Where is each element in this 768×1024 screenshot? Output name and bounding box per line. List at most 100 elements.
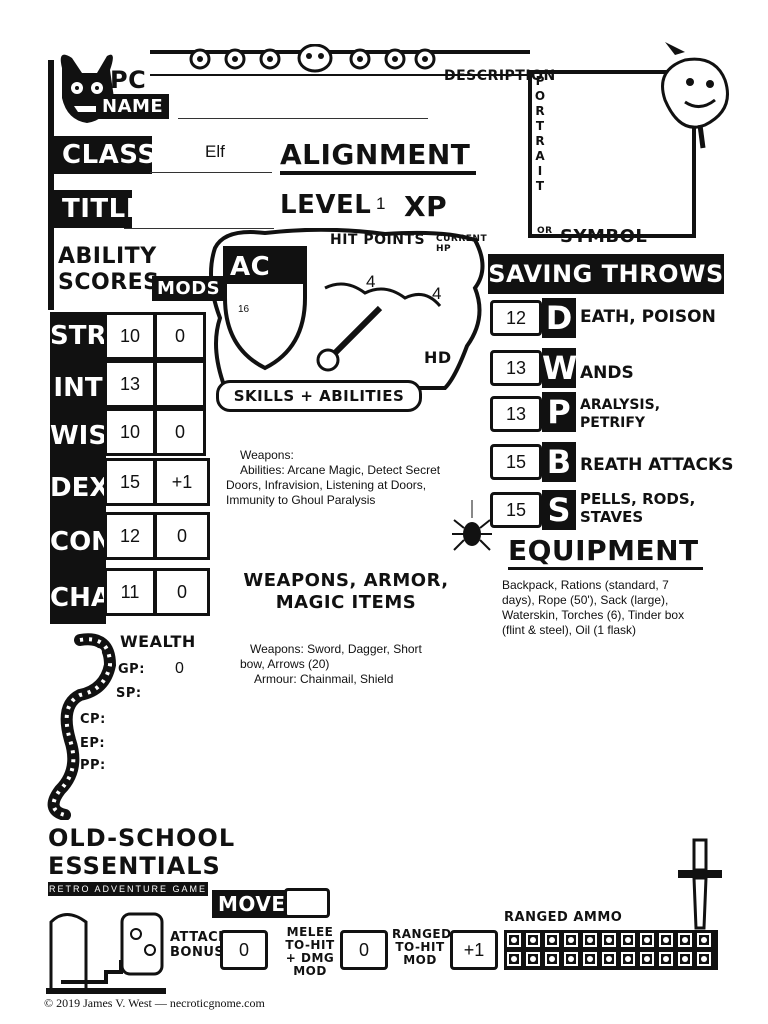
portrait-label: PORTRAIT (533, 74, 547, 194)
ammo-checkbox[interactable] (545, 952, 559, 966)
ability-score[interactable]: 13 (104, 360, 156, 408)
save-name: EATH, POISON (580, 307, 716, 327)
armour-line: Armour: Chainmail, Shield (254, 672, 394, 686)
ranged-ammo-track (504, 930, 718, 970)
ammo-checkbox[interactable] (640, 952, 654, 966)
ability-mod[interactable]: 0 (154, 512, 210, 560)
copyright: © 2019 James V. West — necroticgnome.com (44, 996, 265, 1010)
save-value[interactable]: 15 (490, 444, 542, 480)
spider-icon (452, 500, 492, 551)
skills-text[interactable]: Weapons: Abilities: Arcane Magic, Detect… (226, 448, 462, 508)
pp-label: PP: (80, 758, 106, 773)
ability-score[interactable]: 10 (104, 312, 156, 360)
ability-mod[interactable]: 0 (154, 408, 206, 456)
equipment-text[interactable]: Backpack, Rations (standard, 7 days), Ro… (502, 578, 685, 637)
gp-value[interactable]: 0 (175, 660, 184, 677)
save-name: REATH ATTACKS (580, 455, 734, 475)
title-label: TITLE (52, 190, 143, 228)
ammo-checkbox[interactable] (545, 933, 559, 947)
ose-tagline: RETRO ADVENTURE GAME (48, 882, 208, 896)
save-name: ANDS (580, 363, 634, 383)
weapons-text[interactable]: Weapons: Sword, Dagger, Short bow, Arrow… (240, 642, 440, 687)
wealth-header: WEALTH (120, 632, 196, 651)
ammo-checkbox[interactable] (507, 933, 521, 947)
attack-bonus-value[interactable]: 0 (220, 930, 268, 970)
weapons-header-line2: MAGIC ITEMS (275, 592, 417, 613)
ammo-checkbox[interactable] (621, 933, 635, 947)
ability-mod[interactable]: +1 (154, 458, 210, 506)
portrait-label-strip: PORTRAIT (530, 74, 550, 224)
ability-name: STR (50, 312, 106, 360)
ammo-checkbox[interactable] (564, 933, 578, 947)
ammo-checkbox[interactable] (621, 952, 635, 966)
skills-abilities-banner: SKILLS + ABILITIES (216, 380, 422, 412)
ammo-checkbox[interactable] (583, 933, 597, 947)
melee-value[interactable]: 0 (340, 930, 388, 970)
ammo-checkbox[interactable] (507, 952, 521, 966)
title-field[interactable] (124, 226, 274, 229)
save-value[interactable]: 13 (490, 396, 542, 432)
skull-chain-decoration (189, 44, 436, 73)
save-value[interactable]: 15 (490, 492, 542, 528)
class-underline (150, 170, 272, 173)
ammo-checkbox[interactable] (526, 952, 540, 966)
top-border (150, 50, 530, 76)
gp-label: GP: (118, 662, 145, 677)
current-hp-value[interactable]: 4 (432, 284, 442, 303)
weapons-header-line1: WEAPONS, ARMOR, (243, 570, 449, 591)
ammo-checkbox[interactable] (697, 952, 711, 966)
ac-label: AC (230, 252, 271, 282)
ammo-checkbox[interactable] (659, 952, 673, 966)
move-field[interactable] (284, 888, 330, 918)
name-label: NAME (96, 94, 170, 119)
ability-mod[interactable]: 0 (154, 312, 206, 360)
ability-name: INT (50, 364, 106, 412)
name-field[interactable] (178, 116, 428, 119)
ammo-checkbox[interactable] (602, 952, 616, 966)
level-value[interactable]: 1 (376, 194, 386, 213)
symbol-label: SYMBOL (560, 226, 648, 247)
ranged-value[interactable]: +1 (450, 930, 498, 970)
ammo-checkbox[interactable] (678, 933, 692, 947)
move-label: MOVE (212, 890, 292, 918)
ability-mod[interactable]: 0 (154, 568, 210, 616)
ammo-checkbox[interactable] (583, 952, 597, 966)
melee-label: MELEE TO-HIT + DMG MOD (285, 925, 335, 978)
dungeon-stairs-icon (46, 912, 166, 994)
save-value[interactable]: 13 (490, 350, 542, 386)
hit-points-value[interactable]: 4 (366, 272, 376, 291)
save-value[interactable]: 12 (490, 300, 542, 336)
ammo-checkbox[interactable] (640, 933, 654, 947)
ranged-label: RANGED TO-HIT MOD (392, 927, 452, 967)
ammo-checkbox[interactable] (697, 933, 711, 947)
weapons-line: Weapons: Sword, Dagger, Short bow, Arrow… (240, 642, 422, 671)
ability-name: WIS (50, 412, 107, 460)
save-name: ARALYSIS, PETRIFY (580, 397, 661, 431)
ammo-checkbox[interactable] (659, 933, 673, 947)
ability-score[interactable]: 12 (104, 512, 156, 560)
weapons-header: WEAPONS, ARMOR, MAGIC ITEMS (226, 570, 466, 614)
ac-value[interactable]: 16 (238, 304, 250, 315)
skills-abilities-line: Abilities: Arcane Magic, Detect Secret D… (226, 463, 441, 507)
ammo-checkbox[interactable] (564, 952, 578, 966)
class-value[interactable]: Elf (205, 142, 225, 161)
xp-label: XP (404, 190, 448, 223)
ability-mod[interactable] (154, 360, 206, 408)
skills-weapons-line: Weapons: (240, 448, 294, 462)
class-label: CLASS (52, 136, 156, 174)
ability-score[interactable]: 11 (104, 568, 156, 616)
ammo-checkbox[interactable] (526, 933, 540, 947)
hit-points-label: HIT POINTS (330, 232, 426, 248)
portrait-frame[interactable] (528, 70, 696, 238)
ose-logo: OLD-SCHOOL ESSENTIALS (48, 824, 235, 880)
ammo-checkbox[interactable] (602, 933, 616, 947)
equipment-header: EQUIPMENT (508, 534, 703, 570)
alignment-label: ALIGNMENT (280, 138, 477, 175)
skills-abilities-label: SKILLS + ABILITIES (233, 387, 405, 405)
combat-blob (209, 228, 485, 390)
ability-score[interactable]: 10 (104, 408, 156, 456)
ammo-checkbox[interactable] (678, 952, 692, 966)
ability-name: DEX (50, 464, 109, 512)
save-letter: S (542, 490, 576, 530)
ability-score[interactable]: 15 (104, 458, 156, 506)
